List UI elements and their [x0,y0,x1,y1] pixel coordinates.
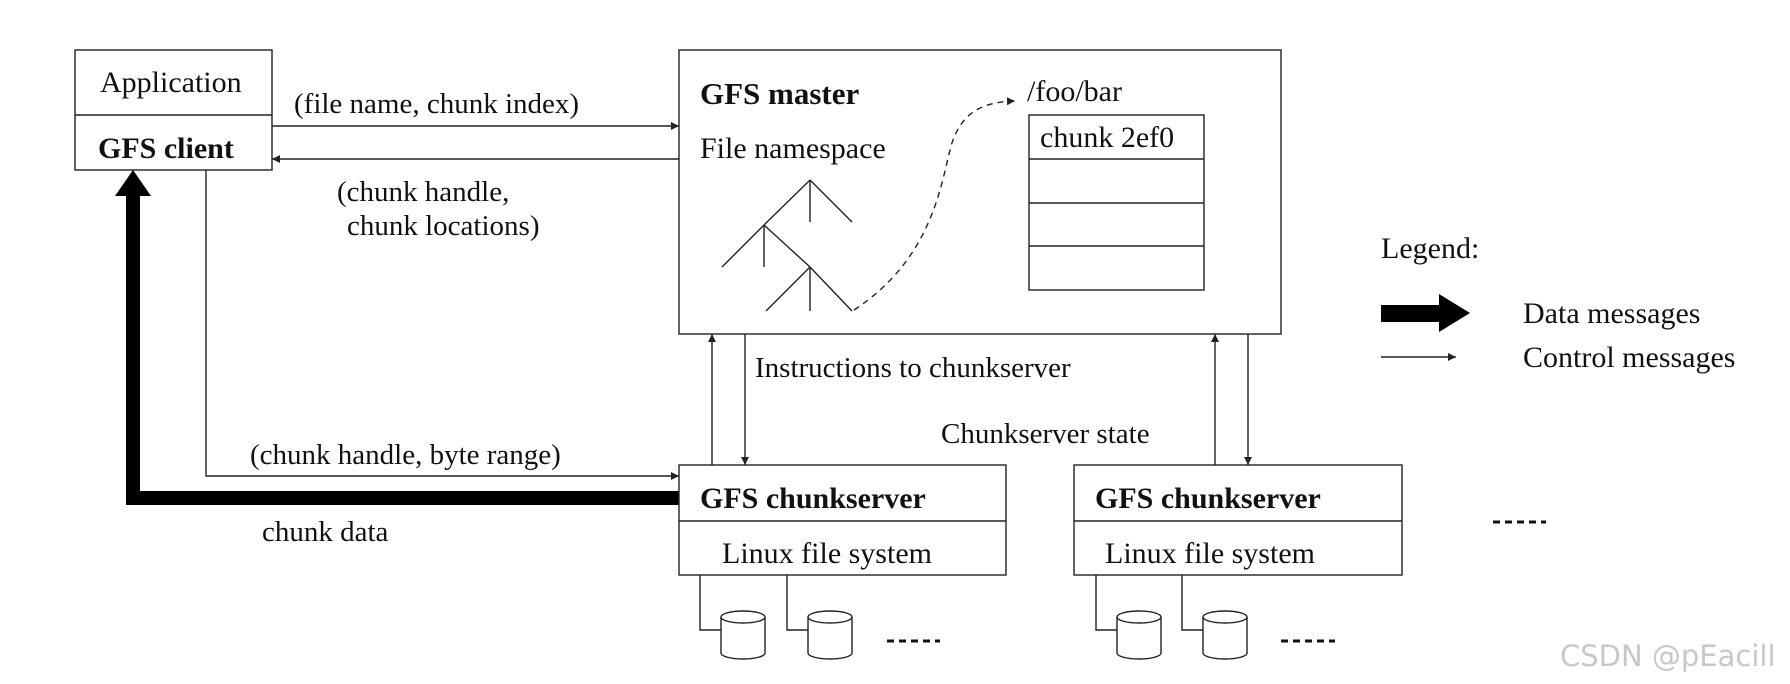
disk-link [699,575,721,631]
application-label: Application [100,66,242,99]
disk-icon [807,610,853,660]
watermark: CSDN @pEacill [1560,639,1776,673]
chunkserver-2-outline [1073,464,1403,576]
reply-label-line1: (chunk handle, [337,176,509,208]
disk-link [1181,575,1203,631]
chunkserver-box-1: GFS chunkserver Linux file system [678,464,1007,660]
state-label: Chunkserver state [941,418,1150,450]
disk-icon [1116,610,1162,660]
reply-label-line2: chunk locations) [347,210,539,242]
legend-title: Legend: [1381,232,1479,265]
legend: Legend: Data messages Control messages [1381,232,1735,374]
namespace-to-file-link [853,97,1016,311]
chunkserver-box-2: GFS chunkserver Linux file system [1073,464,1403,660]
disk-icon [720,610,766,660]
legend-control-label: Control messages [1523,341,1735,374]
disk-link [786,575,808,631]
client-box: Application GFS client [74,49,273,171]
namespace-tree-icon [721,179,853,312]
master-title: GFS master [700,76,860,111]
master-box: GFS master File namespace /foo/bar chunk… [678,49,1282,335]
chunkserver-1-fs-label: Linux file system [722,537,932,570]
namespace-label: File namespace [700,132,886,165]
data-message-arrow-icon [1381,294,1470,332]
chunkserver-1-title: GFS chunkserver [700,482,926,515]
data-request-arrow [205,170,679,480]
request-label: (file name, chunk index) [294,88,579,120]
chunkserver-2-fs-label: Linux file system [1105,537,1315,570]
file-path: /foo/bar [1027,75,1122,108]
disk-icon [1202,610,1248,660]
data-request-label: (chunk handle, byte range) [250,439,561,471]
client-label: GFS client [98,132,234,165]
disk-link [1095,575,1117,631]
instructions-label: Instructions to chunkserver [755,352,1071,384]
chunk-table: chunk 2ef0 [1028,114,1205,291]
chunkserver-2-title: GFS chunkserver [1095,482,1321,515]
legend-data-label: Data messages [1523,297,1700,330]
client-box-outline [74,49,273,171]
chunkserver-1-outline [678,464,1007,576]
chunk-data-label: chunk data [262,516,389,548]
chunk-label: chunk 2ef0 [1040,121,1174,154]
chunk-data-arrow [115,170,679,505]
